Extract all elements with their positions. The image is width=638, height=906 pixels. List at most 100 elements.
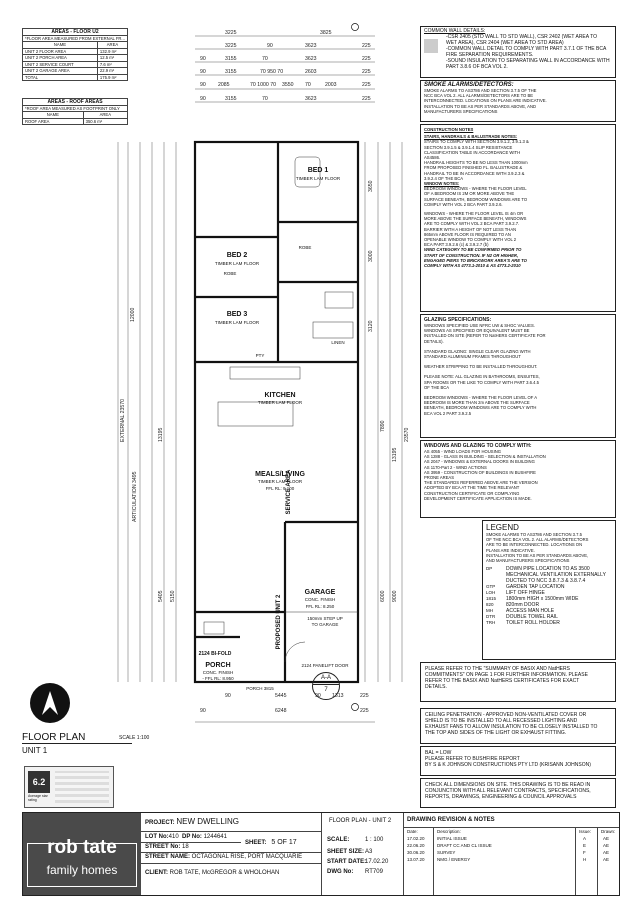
note-line: SPA ROOMS OR THE LIKE TO COMPLY WITH PAR… xyxy=(424,379,539,385)
areas-roof-table: AREAS - ROOF AREAS *ROOF AREA MEASURED A… xyxy=(22,98,129,126)
rev-date: 17.02.20 xyxy=(407,836,425,841)
check-note: CHECK ALL DIMENSIONS ON SITE. THIS DRAWI… xyxy=(420,778,616,808)
svg-text:1313: 1313 xyxy=(332,693,344,699)
note-line: WIND CATEGORY TO BE CONFIRMED PRIOR TO xyxy=(424,247,522,253)
areas-floor-title: AREAS - FLOOR U2 xyxy=(22,28,128,35)
plan-unit: UNIT 1 xyxy=(22,746,48,755)
dim-right-23570: 23570 xyxy=(404,427,410,442)
note-line: ARE TO BE INTERCONNECTED. LOCATIONS ON xyxy=(486,542,583,548)
rev-col-date: Date: xyxy=(407,829,418,834)
start-label: START DATE: xyxy=(327,859,367,865)
client-label: CLIENT: xyxy=(145,870,168,876)
lot-label: LOT No: xyxy=(145,834,169,840)
robe-label: ROBE xyxy=(299,245,312,250)
note-line: START OF CONSTRUCTION. IF N2 OR HIGHER, xyxy=(424,252,519,258)
garage-step2: TO GARAGE xyxy=(312,622,339,627)
svg-text:3550: 3550 xyxy=(282,82,294,88)
note-line: AS 3959 - CONSTRUCTION OF BUILDINGS IN B… xyxy=(424,469,536,475)
street-no-label: STREET No: xyxy=(145,844,181,850)
note-line: AS 2047 - WINDOWS & EXTERNAL DOORS IN BU… xyxy=(424,459,535,465)
note-line: WINDOWS AS SPECIFIED OR EQUIVALENT MUST … xyxy=(424,328,530,334)
robe-label-2: ROBE xyxy=(224,271,237,276)
logo-subtext: family homes xyxy=(46,863,118,877)
legend-desc: GARDEN TAP LOCATION xyxy=(506,584,565,591)
note-line: SURFACE BENEATH, BEDROOM WINDOWS ARE TO xyxy=(424,196,528,202)
bal-note: BAL = LOW PLEASE REFER TO BUSHFIRE REPOR… xyxy=(420,746,616,776)
rev-drawn: AE xyxy=(603,836,610,841)
rev-col-desc: Description: xyxy=(437,829,461,834)
svg-text:3155: 3155 xyxy=(225,96,237,102)
street-value: OCTAGONAL RISE, PORT MACQUARIE xyxy=(191,854,303,860)
svg-text:3155: 3155 xyxy=(225,56,237,62)
legend-key: LOH xyxy=(486,590,496,596)
area-row: TOTAL xyxy=(22,73,98,82)
note-line: CONJUNCTION WITH ALL RELEVANT CONTRACTS,… xyxy=(425,788,591,794)
note-line: PRONE AREAS xyxy=(424,475,455,481)
construction-notes: CONSTRUCTION NOTES STAIRS, HANDRAILS & B… xyxy=(420,124,616,312)
note-line: SMOKE ALARMS TO AS3786 AND SECTION 3.7.5 xyxy=(486,532,582,537)
room-bed1: BED 1 xyxy=(308,167,329,174)
note-line: FIRE SEPARATION REQUIREMENTS. xyxy=(446,52,534,58)
note-line: OPENABLE WINDOW TO COMPLY WITH VOL 2 xyxy=(424,237,517,243)
svg-text:70 1000 70: 70 1000 70 xyxy=(250,82,276,88)
note-line: AS 4055 - WIND LOADS FOR HOUSING xyxy=(424,449,502,454)
plan-title: FLOOR PLAN xyxy=(22,732,86,743)
rev-col-issue: Issue: xyxy=(579,829,592,834)
windows-glazing-notes: WINDOWS AND GLAZING TO COMPLY WITH: AS 4… xyxy=(420,440,616,518)
note-line: INSTALLATION TO BE AS PER STANDARDS ABOV… xyxy=(486,552,589,558)
sheet-label: SHEET: xyxy=(245,840,267,846)
room-porch: PORCH xyxy=(205,662,230,669)
note-line: ENGAGED PIERS TO BRICKWORK AREA'S ARE TO xyxy=(424,257,527,263)
svg-text:225: 225 xyxy=(362,82,371,88)
rev-desc: SURVEY xyxy=(437,850,456,855)
dim-left-13195: 13195 xyxy=(158,427,164,442)
legend-key: MH xyxy=(486,608,493,614)
note-line: COMPLY WITH AS 4773.1-2010 & AS 4773.2-2… xyxy=(424,263,521,269)
legend-desc: 1800mm HIGH x 1500mm WIDE xyxy=(506,596,579,603)
note-line: INTERCONNECTED. LOCATIONS ON PLANS ARE I… xyxy=(424,98,547,104)
windows-glazing-title: WINDOWS AND GLAZING TO COMPLY WITH: xyxy=(424,443,532,449)
room-meals-ffl: FFL RL: 9.100 xyxy=(266,486,295,491)
note-line: AND MANUFACTURERS SPECIFICATIONS xyxy=(486,558,570,564)
areas-floor-note: *FLOOR AREA MEASURED FROM EXTERNAL FR... xyxy=(22,35,128,42)
note-line: WEATHER STRIPPING TO BE INSTALLED THROUG… xyxy=(424,364,538,370)
svg-text:3623: 3623 xyxy=(305,96,317,102)
svg-text:225: 225 xyxy=(360,708,369,714)
dim-right-7890: 7890 xyxy=(380,420,386,432)
client-value: ROB TATE, McGREGOR & WHOLOHAN xyxy=(169,870,280,876)
bifold-door: 2124 BI-FOLD xyxy=(199,651,232,657)
svg-text:3623: 3623 xyxy=(305,43,317,49)
legend-key: 1815 xyxy=(486,596,497,602)
note-line: REFER TO THE BASIX AND NatHERS CERTIFICA… xyxy=(425,678,580,684)
note-line: OF A BEDROOM IS 2M OR MORE ABOVE THE xyxy=(424,191,515,197)
section-label: A-A xyxy=(313,673,339,685)
legend: LEGEND SMOKE ALARMS TO AS3786 AND SECTIO… xyxy=(482,520,616,660)
note-line: COMPLY WITH VOL 2 BCA PART 3.9.2.6. xyxy=(424,201,503,207)
svg-text:2603: 2603 xyxy=(305,69,317,75)
svg-text:3225: 3225 xyxy=(225,43,237,49)
note-line: CLASSIFICATION TABLE IN ACCORDANCE WITH xyxy=(424,149,521,155)
street-no-value: 18 xyxy=(182,844,189,850)
area-value: 22.9 m² xyxy=(96,67,129,75)
note-line: PLEASE REFER TO THE "SUMMARY OF BASIX AN… xyxy=(425,666,570,672)
note-line: SHIELD IS TO BE INSTALLED TO ALL RECESSE… xyxy=(425,718,578,724)
room-porch-floor: CONC. FINISH xyxy=(203,670,234,675)
svg-text:90: 90 xyxy=(200,56,206,62)
legend-desc: DOUBLE TOWEL RAIL xyxy=(506,614,558,621)
company-logo: rob tate family homes xyxy=(23,813,141,895)
room-bed2-floor: TIMBER LAM FLOOR xyxy=(215,261,260,266)
svg-text:225: 225 xyxy=(362,96,371,102)
svg-text:90: 90 xyxy=(200,82,206,88)
common-wall-title: COMMON WALL DETAILS: xyxy=(424,28,486,34)
note-line: AS 1170-Part 2 - WIND ACTIONS xyxy=(424,464,487,470)
area-value: 175.9 m² xyxy=(96,73,129,82)
svg-text:5445: 5445 xyxy=(275,693,287,699)
smoke-title: SMOKE ALARMS/DETECTORS: xyxy=(424,82,514,88)
size-label: SHEET SIZE: xyxy=(327,849,365,855)
room-garage: GARAGE xyxy=(305,589,336,596)
note-line: BCA PART 3.9.2.6 (c) & 3.9.2.7 (b) xyxy=(424,242,489,248)
note-line: NCC BCA VOL 2. ALL ALARMS/DETECTORS ARE … xyxy=(424,93,534,99)
basix-note: PLEASE REFER TO THE "SUMMARY OF BASIX AN… xyxy=(420,662,616,702)
note-line: AS4586. xyxy=(424,155,441,161)
area-value: 350.6 m² xyxy=(82,117,129,126)
